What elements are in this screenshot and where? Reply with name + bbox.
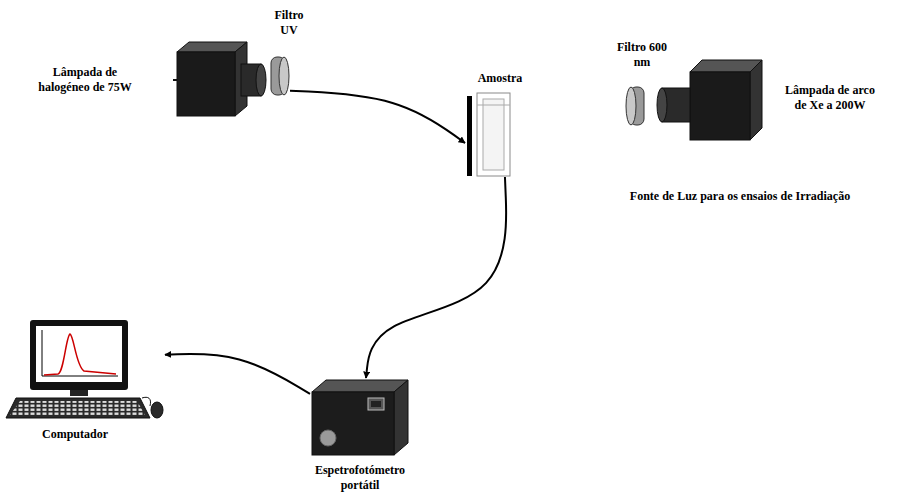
light-path-arrow — [366, 177, 506, 378]
uv-filter-icon — [271, 57, 289, 95]
light-path-arrow — [165, 354, 310, 394]
equipment-node: Filtro UV — [268, 55, 290, 97]
label-anchor: Fonte de Luz para os ensaios de Irradiaç… — [620, 189, 860, 204]
label-anchor: Amostra — [465, 71, 535, 86]
equipment-node: Lâmpada de halogéneo de 75W — [173, 40, 267, 118]
equipment-label: Computador — [25, 427, 125, 442]
sample-cuvette-icon — [467, 93, 510, 176]
equipment-label: Filtro UV — [265, 8, 313, 38]
equipment-label: Espetrofotómetro portátil — [298, 463, 422, 493]
label-anchor: Lâmpada de arco de Xe a 200W — [784, 83, 876, 113]
computer-icon — [6, 320, 163, 418]
halogen-lamp-icon — [173, 42, 266, 116]
spectrophotometer-icon — [312, 380, 408, 455]
equipment-node: Amostra — [465, 92, 512, 177]
equipment-node: Computador — [4, 318, 165, 420]
label-anchor: Filtro UV — [265, 8, 313, 38]
label-anchor: Espetrofotómetro portátil — [298, 463, 422, 493]
equipment-label: Lâmpada de halogéneo de 75W — [29, 65, 141, 95]
equipment-node: Filtro 600 nm — [624, 85, 648, 127]
equipment-node: Espetrofotómetro portátil — [310, 378, 410, 457]
light-path-arrow — [290, 91, 465, 143]
equipment-label: Filtro 600 nm — [616, 40, 668, 70]
600nm-filter-icon — [626, 87, 644, 125]
label-anchor: Computador — [25, 427, 125, 442]
label-anchor: Filtro 600 nm — [616, 40, 668, 70]
xe-lamp-icon — [657, 60, 762, 140]
equipment-node: Lâmpada de arco de Xe a 200W — [655, 58, 763, 142]
label-anchor: Lâmpada de halogéneo de 75W — [29, 65, 141, 95]
caption-note: Fonte de Luz para os ensaios de Irradiaç… — [620, 189, 860, 204]
equipment-label: Amostra — [465, 71, 535, 86]
equipment-label: Lâmpada de arco de Xe a 200W — [784, 83, 876, 113]
